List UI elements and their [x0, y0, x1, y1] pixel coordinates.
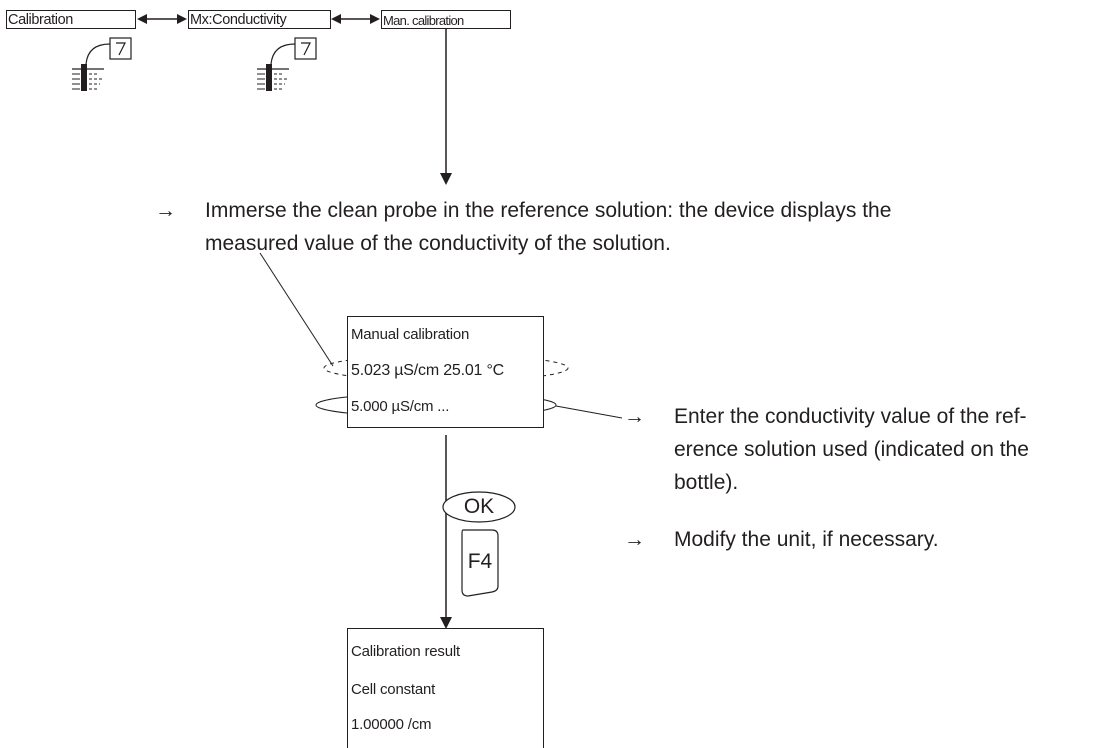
down-arrow-1: [440, 29, 452, 185]
entry-value[interactable]: 5.000 µS/cm ...: [351, 398, 450, 415]
connector-lines: [137, 14, 623, 629]
cell-constant-label: Cell constant: [351, 681, 436, 698]
screen-title: Manual calibration: [351, 326, 470, 343]
ok-key[interactable]: OK: [463, 495, 495, 518]
cell-constant-value: 1.00000 /cm: [351, 716, 432, 733]
menu-item-man-calibration[interactable]: Man. calibration: [381, 10, 511, 29]
step-modify: → Modify the unit, if necessary.: [624, 525, 1104, 557]
step-modify-text: Modify the unit, if necessary.: [674, 528, 939, 551]
double-arrow-2: [331, 14, 380, 24]
result-title: Calibration result: [351, 643, 460, 660]
probe-vessel-icon: [257, 37, 317, 91]
down-arrow-2: [440, 435, 452, 629]
right-arrow-icon: →: [155, 199, 176, 222]
probe-vessel-icon: [72, 37, 132, 91]
f4-key-shape: [461, 529, 499, 597]
leader-line-entry: [555, 405, 623, 419]
step-enter-line1: Enter the conductivity value of the ref-: [674, 405, 1027, 428]
f4-key[interactable]: F4: [467, 550, 493, 573]
step-immerse-line2: measured value of the conductivity of th…: [205, 232, 671, 255]
step-enter: → Enter the conductivity value of the re…: [624, 402, 1104, 502]
right-arrow-icon: →: [624, 528, 645, 551]
screen-calibration-result: Calibration result Cell constant 1.00000…: [347, 628, 544, 748]
step-enter-line3: bottle).: [674, 471, 739, 494]
leader-line-measured: [259, 252, 334, 367]
step-enter-line2: erence solution used (indicated on the: [674, 438, 1029, 461]
step-immerse-line1: Immerse the clean probe in the reference…: [205, 199, 892, 222]
double-arrow-1: [137, 14, 187, 24]
step-immerse: → Immerse the clean probe in the referen…: [155, 196, 1095, 260]
ok-key-shape: [442, 491, 516, 523]
screen-manual-calibration: Manual calibration 5.023 µS/cm 25.01 °C …: [347, 316, 544, 428]
menu-item-mx-conductivity[interactable]: Mx:Conductivity: [188, 10, 331, 29]
highlight-ellipse-measured: [323, 354, 569, 382]
measured-value: 5.023 µS/cm 25.01 °C: [351, 362, 505, 379]
menu-item-calibration[interactable]: Calibration: [6, 10, 136, 29]
right-arrow-icon: →: [624, 405, 645, 428]
